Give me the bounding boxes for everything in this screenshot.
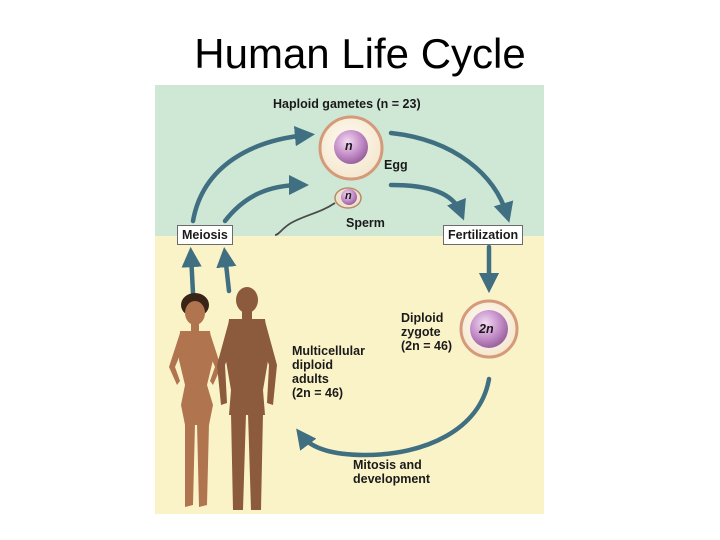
- adults-label: Multicellular diploid adults (2n = 46): [292, 344, 365, 400]
- diagram-graphics: [169, 115, 519, 510]
- egg-cell: [318, 115, 384, 181]
- egg-nucleus-label: n: [345, 139, 353, 153]
- meiosis-label: Meiosis: [177, 225, 233, 245]
- sperm-cell: [274, 187, 362, 236]
- woman-figure: [169, 293, 221, 507]
- fertilization-label: Fertilization: [443, 225, 524, 245]
- diploid-zygote-label: Diploid zygote (2n = 46): [401, 311, 453, 353]
- mitosis-label: Mitosis and development: [353, 458, 431, 486]
- zygote-nucleus-label: 2n: [479, 322, 494, 336]
- man-figure: [217, 287, 277, 510]
- sperm-label: Sperm: [346, 216, 385, 230]
- haploid-gametes-label: Haploid gametes (n = 23): [273, 97, 421, 111]
- life-cycle-diagram: Haploid gametes (n = 23) n Egg n Sperm M…: [155, 85, 544, 514]
- slide-title: Human Life Cycle: [194, 30, 526, 77]
- cycle-arrows: [181, 126, 514, 458]
- egg-label: Egg: [384, 158, 408, 172]
- zygote-cell: [459, 299, 519, 359]
- sperm-nucleus-label: n: [345, 190, 352, 202]
